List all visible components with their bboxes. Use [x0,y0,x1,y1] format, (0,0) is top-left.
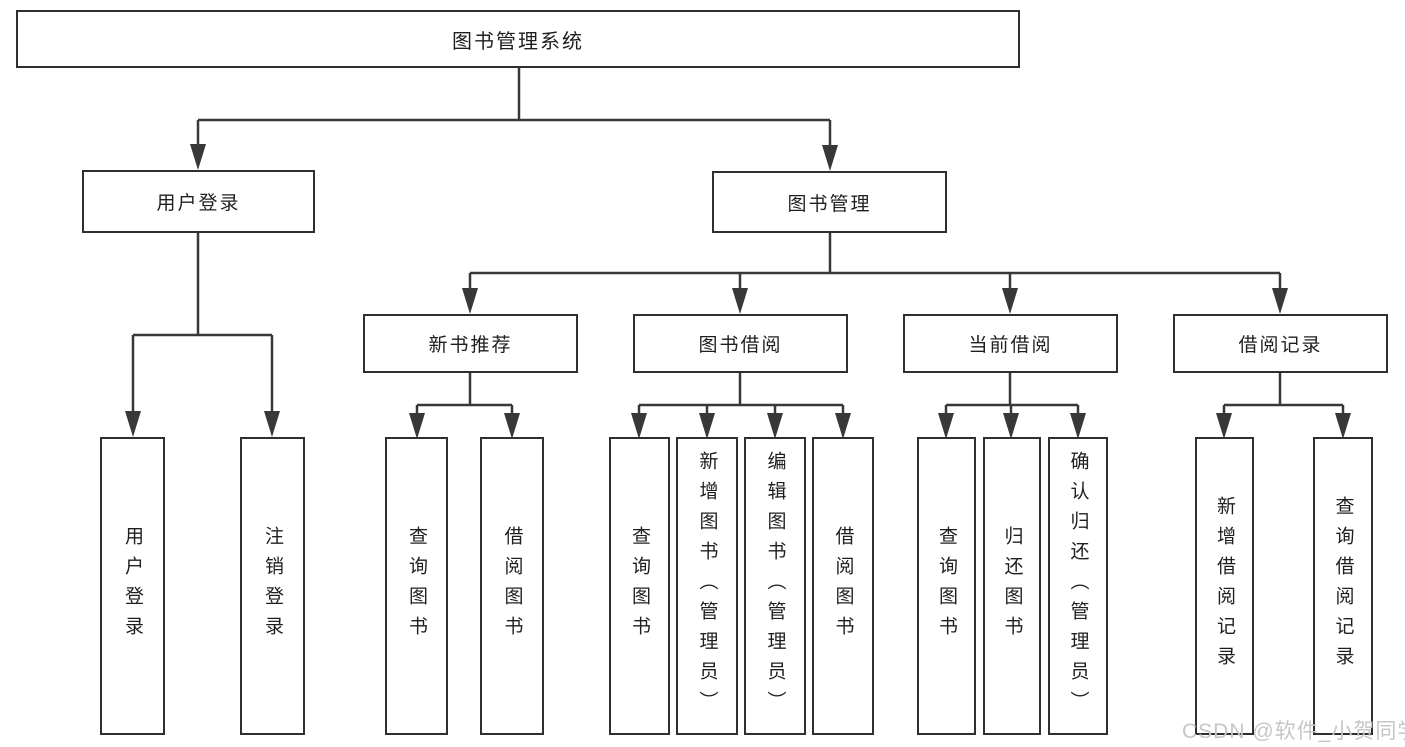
node-label: 归还图书 [1001,526,1023,646]
node-current-borrow: 当前借阅 [903,314,1118,373]
node-label: 当前借阅 [968,335,1053,356]
node-label: 注销登录 [262,526,283,646]
node-leaf-query-books-2: 查询图书 [609,437,670,735]
node-new-book-recommend: 新书推荐 [363,314,578,373]
node-book-management: 图书管理 [712,171,947,233]
node-label: 确认归还（管理员） [1067,451,1089,721]
node-label: 用户登录 [122,526,143,646]
node-leaf-return-book: 归还图书 [983,437,1041,735]
node-library-management-system: 图书管理系统 [16,10,1020,68]
node-leaf-edit-book-admin: 编辑图书（管理员） [744,437,806,735]
node-label: 查询图书 [629,526,650,646]
node-label: 查询图书 [406,526,427,646]
node-label: 图书借阅 [698,335,783,356]
node-label: 编辑图书（管理员） [764,451,786,721]
node-label: 借阅图书 [832,526,854,646]
node-user-login-group: 用户登录 [82,170,315,233]
node-leaf-confirm-return-admin: 确认归还（管理员） [1048,437,1108,735]
node-label: 新书推荐 [428,335,513,356]
node-borrow-records: 借阅记录 [1173,314,1388,373]
node-label: 用户登录 [156,193,241,214]
node-book-borrow: 图书借阅 [633,314,848,373]
node-leaf-query-books-3: 查询图书 [917,437,976,735]
node-leaf-query-borrow-record: 查询借阅记录 [1313,437,1373,735]
node-leaf-borrow-books-2: 借阅图书 [812,437,874,735]
node-label: 借阅记录 [1238,335,1323,356]
node-leaf-borrow-books-1: 借阅图书 [480,437,544,735]
node-leaf-logout: 注销登录 [240,437,305,735]
node-label: 查询借阅记录 [1332,496,1354,676]
node-leaf-query-books-1: 查询图书 [385,437,448,735]
node-label: 图书管理 [787,193,872,215]
node-leaf-add-borrow-record: 新增借阅记录 [1195,437,1254,735]
node-label: 查询图书 [936,526,957,646]
node-leaf-user-login: 用户登录 [100,437,165,735]
node-leaf-add-book-admin: 新增图书（管理员） [676,437,738,735]
arrowheads [125,144,1351,439]
node-label: 借阅图书 [501,526,523,646]
csdn-watermark: CSDN @软件_小贺同学 [1182,720,1405,743]
node-label: 新增借阅记录 [1214,496,1235,676]
node-label: 新增图书（管理员） [696,451,718,721]
node-label: 图书管理系统 [452,30,584,53]
